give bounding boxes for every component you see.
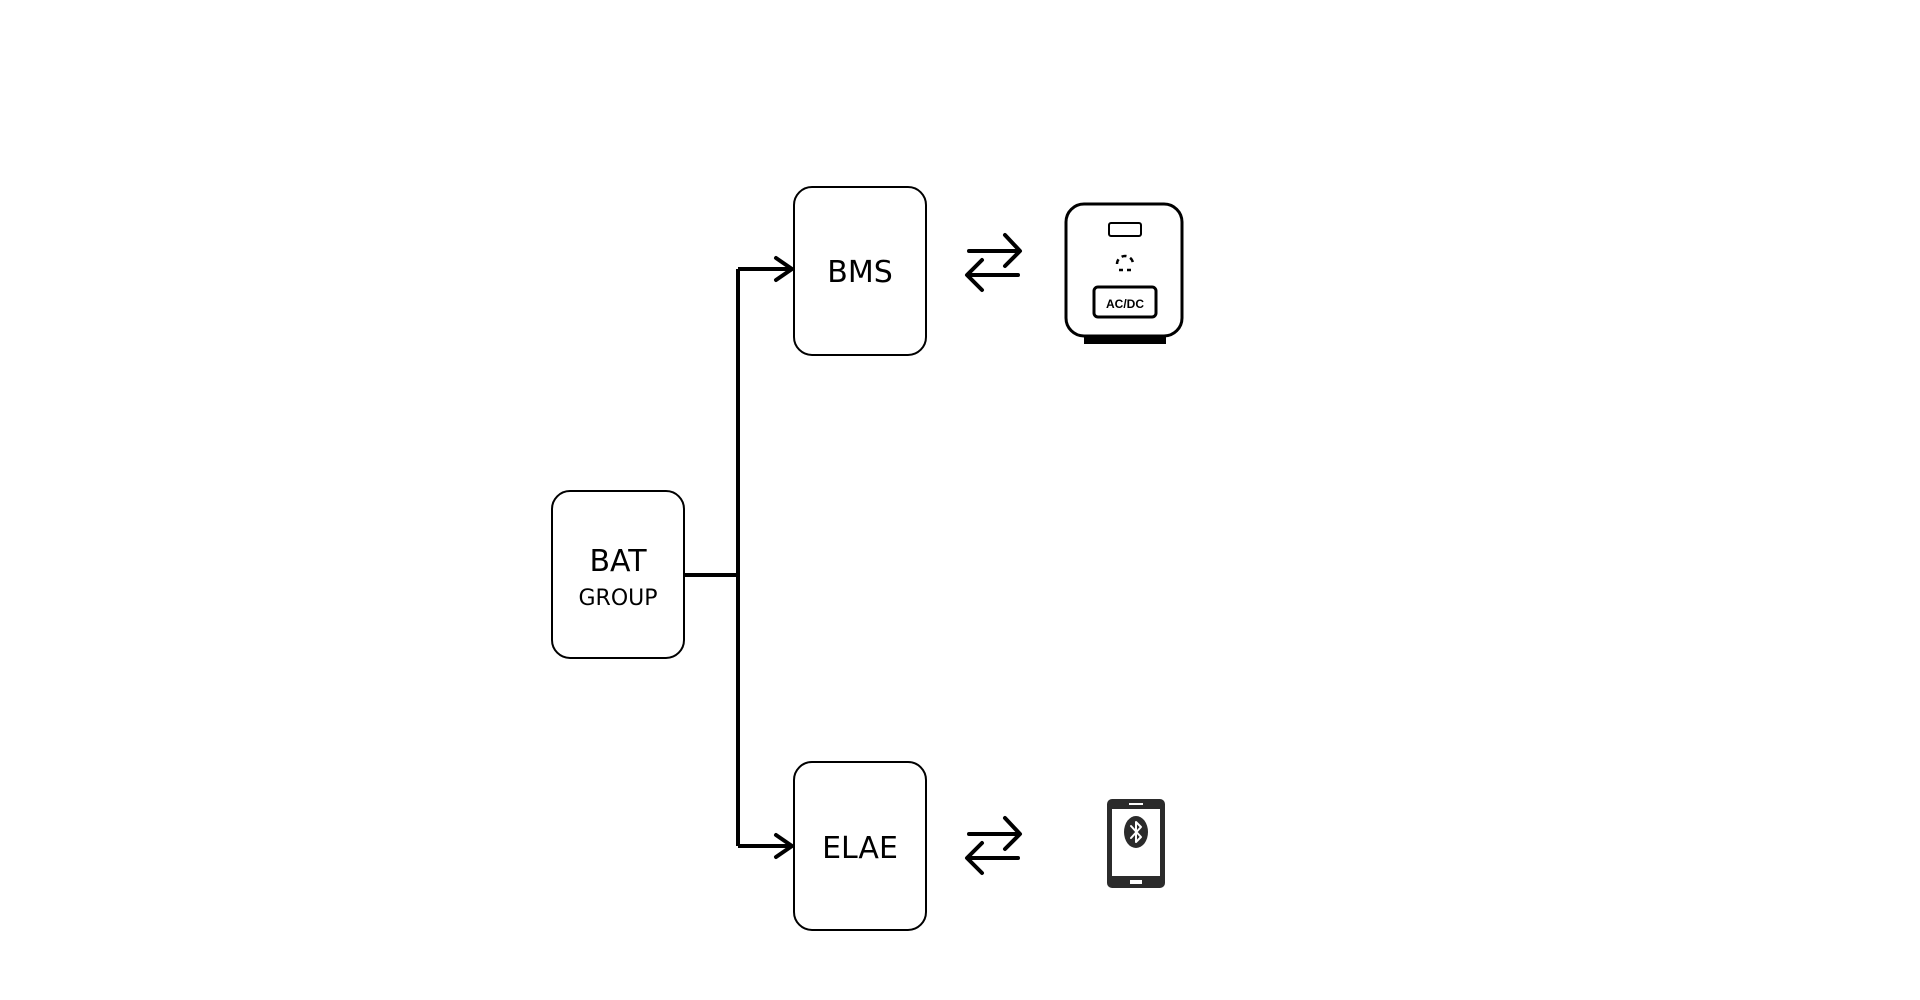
bat-group-label-line2: GROUP [578,586,657,611]
phone-home-button [1130,880,1142,884]
charger-display [1108,222,1142,237]
bms-box [793,186,927,356]
bidirectional-arrow-icon [965,233,1022,292]
charger-base [1084,335,1166,344]
elae-label: ELAE [822,831,898,866]
elae-node: ELAE [793,761,927,931]
bms-node: BMS [793,186,927,356]
bat-group-node: BAT GROUP [551,490,685,659]
connector-arrowheads [774,256,794,859]
charger-label: AC/DC [1106,297,1144,311]
arrowhead-to-bms [774,256,794,282]
charger-icon: AC/DC [1064,202,1184,344]
phone-speaker [1129,803,1143,805]
bms-label: BMS [827,255,893,290]
tree-connector [684,267,790,848]
bidirectional-arrow-icon [965,816,1022,875]
charger-indicator [1115,254,1135,265]
bluetooth-phone-icon [1107,799,1165,888]
bluetooth-icon [1130,821,1142,843]
bat-group-label-line1: BAT [589,544,647,579]
charger-label-box [1092,285,1158,319]
elae-box [793,761,927,931]
arrowhead-to-elae [774,833,794,859]
